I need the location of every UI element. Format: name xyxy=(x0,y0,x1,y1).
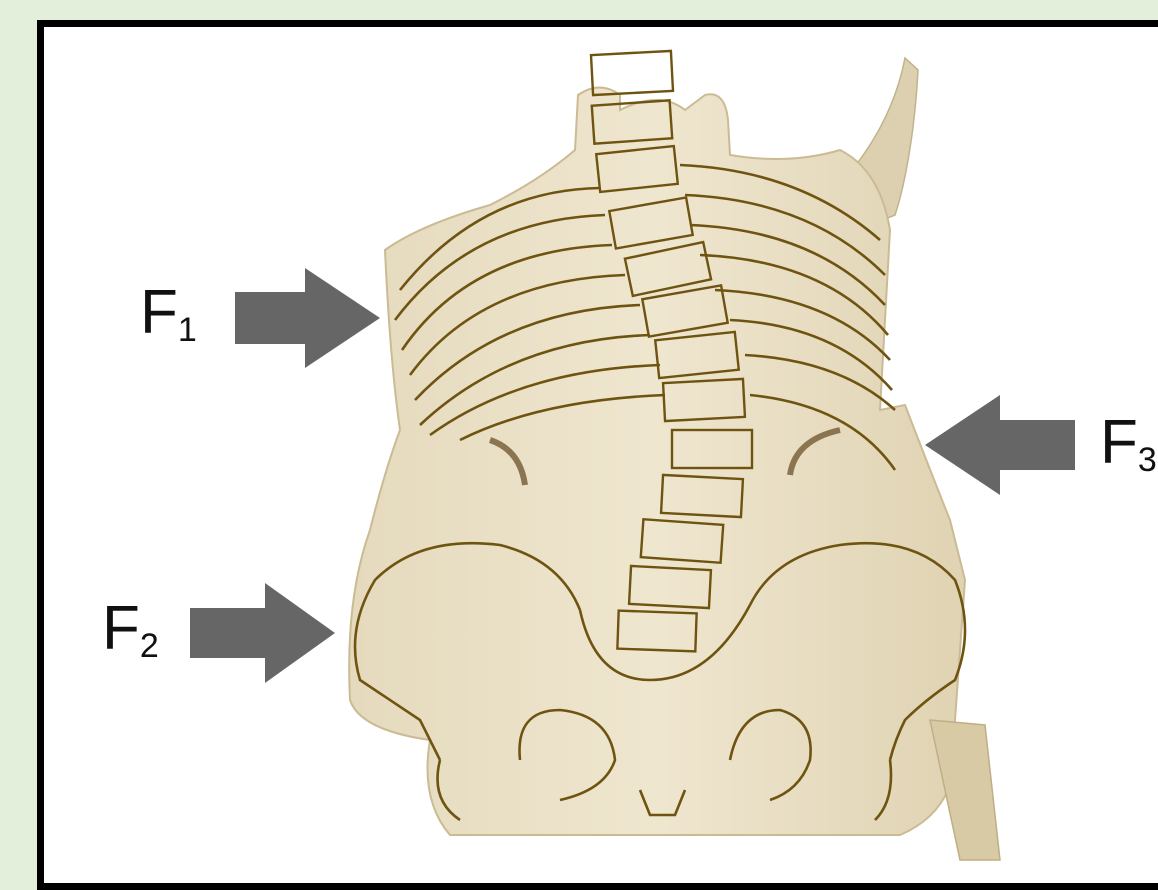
force-label-f3: F3 xyxy=(1100,412,1157,474)
thoracic-shell xyxy=(349,88,965,836)
arrow-f2-icon xyxy=(190,583,335,683)
force-label-f1: F1 xyxy=(140,282,197,344)
arrow-f3-icon xyxy=(925,395,1075,495)
brace-body xyxy=(349,58,1000,860)
arrow-f1-icon xyxy=(235,268,380,368)
force-label-f2: F2 xyxy=(102,598,159,660)
